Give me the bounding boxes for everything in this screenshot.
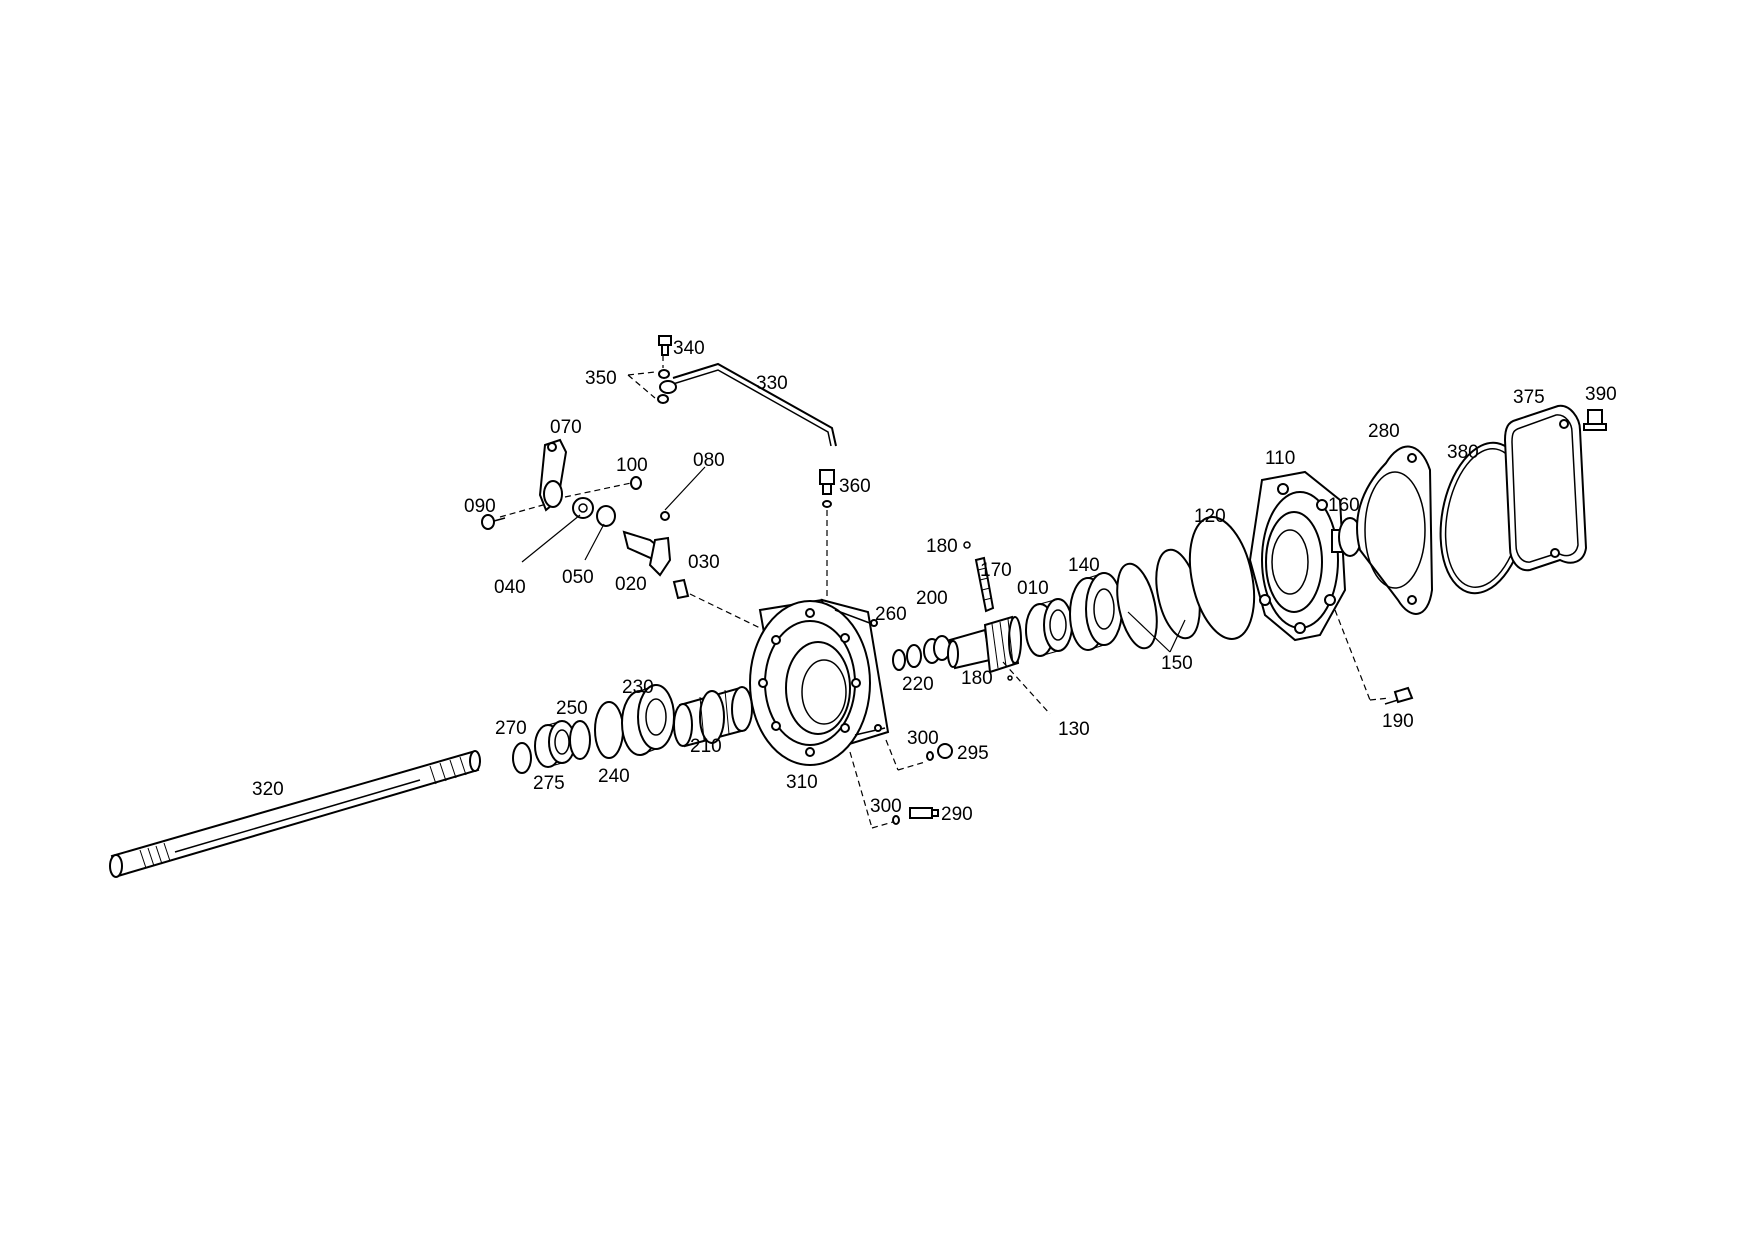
seal-350a <box>658 369 670 379</box>
label-310: 310 <box>786 772 818 793</box>
nut-295 <box>937 743 953 759</box>
label-380: 380 <box>1447 442 1479 463</box>
label-040: 040 <box>494 577 526 598</box>
shaft-210 <box>673 686 753 748</box>
label-080: 080 <box>693 450 725 471</box>
label-070: 070 <box>550 417 582 438</box>
ring-240 <box>594 701 624 759</box>
bolt-190 <box>1384 686 1414 705</box>
nut-100 <box>630 476 642 490</box>
label-130: 130 <box>1058 719 1090 740</box>
ring-150a <box>1116 562 1158 650</box>
label-375: 375 <box>1513 387 1545 408</box>
label-160: 160 <box>1328 495 1360 516</box>
bearing-010 <box>1025 598 1073 657</box>
bolt-340 <box>658 335 672 356</box>
label-390: 390 <box>1585 384 1617 405</box>
label-360: 360 <box>839 476 871 497</box>
gasket-280 <box>1356 445 1434 615</box>
label-280: 280 <box>1368 421 1400 442</box>
bolt-290 <box>909 807 939 819</box>
shaft-130 <box>947 615 1022 674</box>
label-050: 050 <box>562 567 594 588</box>
label-250: 250 <box>556 698 588 719</box>
ring-250 <box>569 720 591 760</box>
label-150: 150 <box>1161 653 1193 674</box>
label-330: 330 <box>756 373 788 394</box>
part-labels: 340 350 330 070 100 080 360 090 040 050 … <box>252 338 1617 825</box>
ball-180-top <box>963 541 971 549</box>
bearing-230 <box>621 684 675 756</box>
ring-050 <box>596 505 616 527</box>
ring-270 <box>512 742 532 774</box>
housing-310 <box>749 598 890 766</box>
lever-070 <box>538 438 568 512</box>
bearing-275 <box>534 720 576 768</box>
bearing-140 <box>1069 572 1123 651</box>
label-210: 210 <box>690 736 722 757</box>
fitting-360 <box>819 469 835 508</box>
ring-260 <box>892 649 906 671</box>
label-190: 190 <box>1382 711 1414 732</box>
label-295: 295 <box>957 743 989 764</box>
block-030 <box>672 578 690 600</box>
gasket-375 <box>1503 404 1588 572</box>
label-230: 230 <box>622 677 654 698</box>
label-180-bottom: 180 <box>961 668 993 689</box>
ball-080 <box>660 511 670 521</box>
ball-180-bottom <box>1007 675 1013 681</box>
ring-120 <box>1188 516 1256 640</box>
washer-300a <box>926 751 934 761</box>
label-020: 020 <box>615 574 647 595</box>
ring-220 <box>906 644 922 668</box>
label-340: 340 <box>673 338 705 359</box>
label-010: 010 <box>1017 578 1049 599</box>
label-320: 320 <box>252 779 284 800</box>
leader-lines <box>499 355 1391 829</box>
bearing-200 <box>923 635 951 664</box>
label-240: 240 <box>598 766 630 787</box>
cover-110 <box>1248 470 1347 642</box>
label-100: 100 <box>616 455 648 476</box>
label-140: 140 <box>1068 555 1100 576</box>
washer-040 <box>572 497 594 519</box>
seal-350b <box>657 394 669 404</box>
label-260: 260 <box>875 604 907 625</box>
label-275: 275 <box>533 773 565 794</box>
label-200: 200 <box>916 588 948 609</box>
label-300-bottom: 300 <box>870 796 902 817</box>
spring-170 <box>974 556 995 613</box>
washer-300b <box>892 815 900 825</box>
label-300-top: 300 <box>907 728 939 749</box>
label-110: 110 <box>1265 448 1295 469</box>
label-350: 350 <box>585 368 617 389</box>
label-090: 090 <box>464 496 496 517</box>
plug-390 <box>1583 409 1607 431</box>
pipe-330 <box>672 362 837 447</box>
bolt-090 <box>481 514 506 530</box>
label-030: 030 <box>688 552 720 573</box>
label-270: 270 <box>495 718 527 739</box>
label-220: 220 <box>902 674 934 695</box>
label-290: 290 <box>941 804 973 825</box>
label-120: 120 <box>1194 506 1226 527</box>
shift-fork-020 <box>622 530 672 577</box>
label-180-top: 180 <box>926 536 958 557</box>
label-170: 170 <box>980 560 1012 581</box>
shaft-320 <box>109 750 481 878</box>
